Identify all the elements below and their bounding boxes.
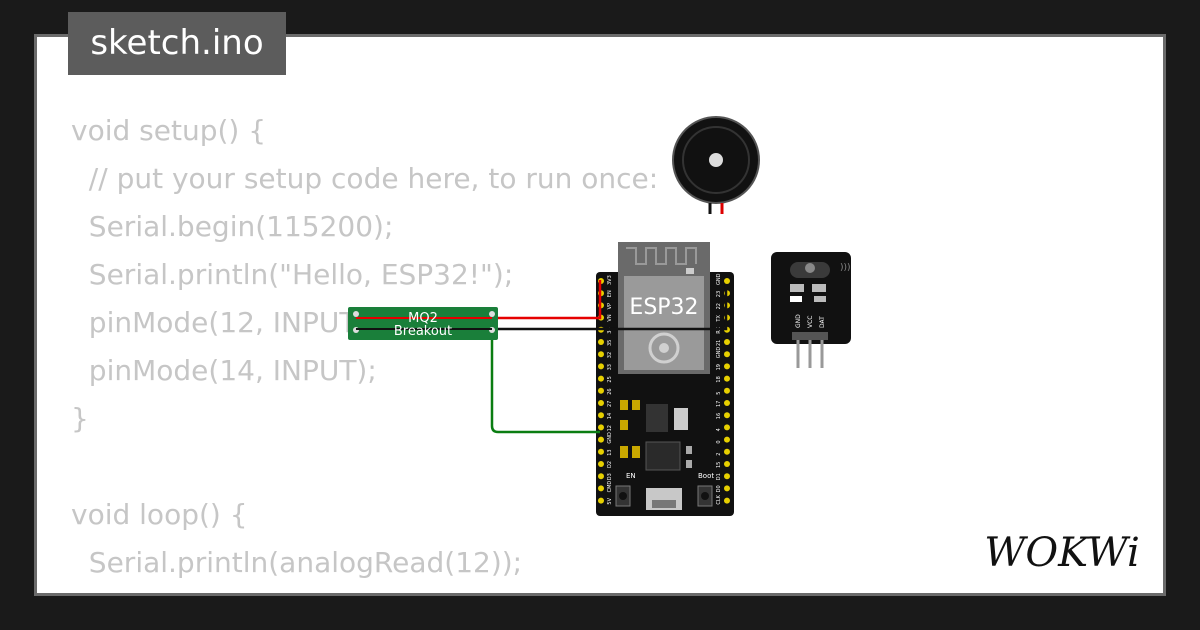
esp32-pin-label: 27 bbox=[607, 401, 613, 407]
buzzer[interactable] bbox=[672, 116, 760, 214]
code-editor: void setup() { // put your setup code he… bbox=[71, 107, 659, 593]
esp32-board[interactable]: ESP32 EN Boot 3V3ENVPVN34353233252627141… bbox=[596, 242, 734, 516]
code-line: pinMode(14, INPUT); bbox=[71, 354, 377, 387]
esp32-pin-label: GND bbox=[716, 347, 722, 359]
esp32-pin-label: 5 bbox=[716, 392, 722, 395]
mq2-sublabel: Breakout bbox=[394, 324, 452, 339]
esp32-pin-label: 33 bbox=[607, 364, 613, 370]
esp32-pin-label: 14 bbox=[607, 413, 613, 419]
esp32-pin[interactable] bbox=[598, 363, 604, 370]
esp32-pin[interactable] bbox=[724, 473, 730, 480]
esp32-pin[interactable] bbox=[724, 339, 730, 345]
wokwi-logo: WOKWi bbox=[984, 530, 1140, 576]
esp32-pin-label: 13 bbox=[607, 449, 613, 455]
esp32-pin[interactable] bbox=[724, 497, 730, 504]
esp32-pin[interactable] bbox=[598, 485, 604, 492]
signal-icon: ))) bbox=[840, 263, 851, 273]
esp32-pin[interactable] bbox=[724, 351, 730, 358]
code-line: Serial.println("Hello, ESP32!"); bbox=[71, 258, 514, 291]
esp32-pin[interactable] bbox=[724, 387, 730, 394]
esp32-pin-label: 18 bbox=[716, 376, 722, 382]
esp32-pin[interactable] bbox=[598, 387, 604, 394]
code-line: Serial.println(analogRead(12)); bbox=[71, 546, 523, 579]
esp32-pin-label: 35 bbox=[607, 340, 613, 346]
esp32-pin-label: 4 bbox=[716, 428, 722, 431]
esp32-pin-label: 2 bbox=[716, 453, 722, 456]
esp32-pin[interactable] bbox=[598, 351, 604, 358]
code-line: // put your setup code here, to run once… bbox=[71, 162, 659, 195]
esp32-pin[interactable] bbox=[724, 448, 730, 455]
sensor-pin-vcc: VCC bbox=[807, 316, 814, 328]
esp32-pin-label: TX bbox=[716, 315, 722, 323]
esp32-pin-label: D2 bbox=[607, 461, 613, 468]
esp32-pin-label: 22 bbox=[716, 303, 722, 309]
mq2-breakout[interactable]: MQ2 Breakout bbox=[348, 307, 498, 340]
file-tab[interactable]: sketch.ino bbox=[68, 12, 286, 75]
code-line: } bbox=[71, 402, 89, 435]
esp32-pin[interactable] bbox=[724, 436, 730, 443]
esp32-pin-label: D0 bbox=[716, 485, 722, 492]
esp32-pin-label: 17 bbox=[716, 401, 722, 407]
esp32-pin-label: 12 bbox=[607, 425, 613, 431]
esp32-pin-label: EN bbox=[607, 290, 613, 297]
esp32-pin-label: GND bbox=[716, 273, 722, 285]
sensor-module[interactable]: ))) GND VCC DAT bbox=[771, 252, 851, 368]
esp32-pin-label: 34 bbox=[607, 327, 613, 333]
esp32-pin[interactable] bbox=[598, 448, 604, 455]
esp32-pin-label: CLK bbox=[716, 494, 722, 504]
esp32-pin-label: 15 bbox=[716, 462, 722, 468]
esp32-pin-label: D1 bbox=[716, 473, 722, 480]
esp32-pin-label: 0 bbox=[716, 440, 722, 443]
esp32-pin-label: 25 bbox=[607, 376, 613, 382]
mq2-label: MQ2 bbox=[408, 311, 438, 326]
esp32-pin[interactable] bbox=[598, 436, 604, 443]
en-label: EN bbox=[626, 472, 636, 480]
esp32-pin[interactable] bbox=[598, 400, 604, 406]
esp32-pin[interactable] bbox=[724, 461, 730, 467]
esp32-pin[interactable] bbox=[724, 278, 730, 284]
code-line: Serial.begin(115200); bbox=[71, 210, 394, 243]
esp32-pin-label: 21 bbox=[716, 340, 722, 346]
esp32-pin-label: CMD bbox=[607, 481, 613, 493]
esp32-pin[interactable] bbox=[724, 375, 730, 382]
code-line: void loop() { bbox=[71, 498, 248, 531]
esp32-pin[interactable] bbox=[598, 497, 604, 504]
esp32-pin-label: 3V3 bbox=[607, 275, 613, 285]
boot-label: Boot bbox=[698, 472, 714, 480]
sensor-pin-dat: DAT bbox=[819, 316, 826, 328]
wire-green[interactable] bbox=[490, 320, 600, 434]
esp32-pin[interactable] bbox=[724, 424, 730, 431]
esp32-pin-label: VP bbox=[607, 303, 613, 309]
esp32-pin[interactable] bbox=[724, 363, 730, 370]
esp32-pin[interactable] bbox=[724, 400, 730, 406]
esp32-pin[interactable] bbox=[598, 339, 604, 345]
code-line: void setup() { bbox=[71, 114, 267, 147]
esp32-pin[interactable] bbox=[598, 412, 604, 419]
esp32-pin-label: VN bbox=[607, 314, 613, 321]
esp32-pin[interactable] bbox=[724, 412, 730, 419]
esp32-pin-headers: 3V3ENVPVN343532332526271412GND13D2D3CMD5… bbox=[598, 273, 730, 505]
esp32-pin-label: 32 bbox=[607, 352, 613, 358]
esp32-pin-label: 19 bbox=[716, 364, 722, 370]
esp32-pin[interactable] bbox=[724, 485, 730, 492]
esp32-pin-label: GND bbox=[607, 432, 613, 444]
esp32-pin-label: D3 bbox=[607, 473, 613, 480]
esp32-pin-label: 26 bbox=[607, 388, 613, 394]
esp32-pin[interactable] bbox=[598, 461, 604, 467]
esp32-label: ESP32 bbox=[629, 295, 698, 320]
esp32-pin[interactable] bbox=[598, 473, 604, 480]
esp32-pin-label: 16 bbox=[716, 413, 722, 419]
esp32-pin-label: 23 bbox=[716, 291, 722, 297]
esp32-pin[interactable] bbox=[598, 424, 604, 431]
esp32-pin[interactable] bbox=[598, 375, 604, 382]
sensor-pin-gnd: GND bbox=[795, 314, 802, 328]
esp32-pin-label: 5V bbox=[607, 497, 613, 504]
frame-bottom-border bbox=[0, 596, 1200, 630]
